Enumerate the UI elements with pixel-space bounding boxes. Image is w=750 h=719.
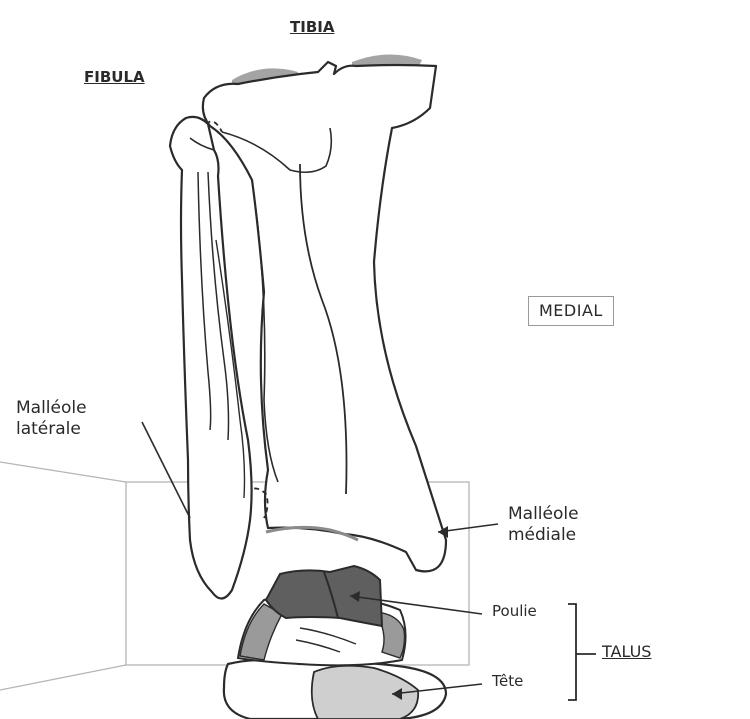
fibula-bone — [168, 115, 253, 600]
inferior-joint-dashes — [245, 487, 269, 519]
pointer-tete — [391, 683, 483, 695]
talus-bracket — [568, 603, 596, 701]
talus-trochlea-dark — [264, 564, 384, 628]
pointer-arrowheads — [350, 526, 448, 700]
trochlea-groove — [323, 571, 339, 619]
fibula-inner-line-1 — [197, 171, 212, 431]
label-malleole-laterale-line-1: Malléole — [16, 398, 87, 418]
label-medial: MEDIAL — [528, 296, 614, 326]
label-malleole-mediale-line-2: médiale — [508, 525, 577, 546]
label-talus: TALUS — [602, 642, 652, 661]
talus-side-shaded-right — [374, 611, 406, 659]
pointer-malleole-laterale — [141, 421, 191, 519]
label-malleole-mediale-line-1: Malléole — [508, 504, 579, 524]
fibula-head-line — [189, 137, 215, 151]
label-poulie: Poulie — [492, 602, 537, 620]
label-fibula: FIBULA — [84, 68, 145, 86]
tibia-inner-curve — [221, 127, 333, 174]
label-tibia: TIBIA — [290, 18, 335, 36]
talus-detail-lines — [295, 627, 357, 653]
label-malleole-laterale: Malléole latérale — [16, 398, 87, 441]
fibula-inner-line-2 — [207, 171, 230, 441]
label-tete: Tête — [492, 672, 524, 690]
label-malleole-mediale: Malléole médiale — [508, 504, 579, 547]
tibia-contour-line — [299, 163, 348, 495]
tibial-plafond-edge — [265, 525, 359, 542]
fibula-distal-line — [215, 239, 246, 499]
tibia-crest-line — [251, 179, 279, 483]
label-malleole-laterale-line-2: latérale — [16, 419, 81, 440]
pointer-poulie — [349, 595, 483, 615]
